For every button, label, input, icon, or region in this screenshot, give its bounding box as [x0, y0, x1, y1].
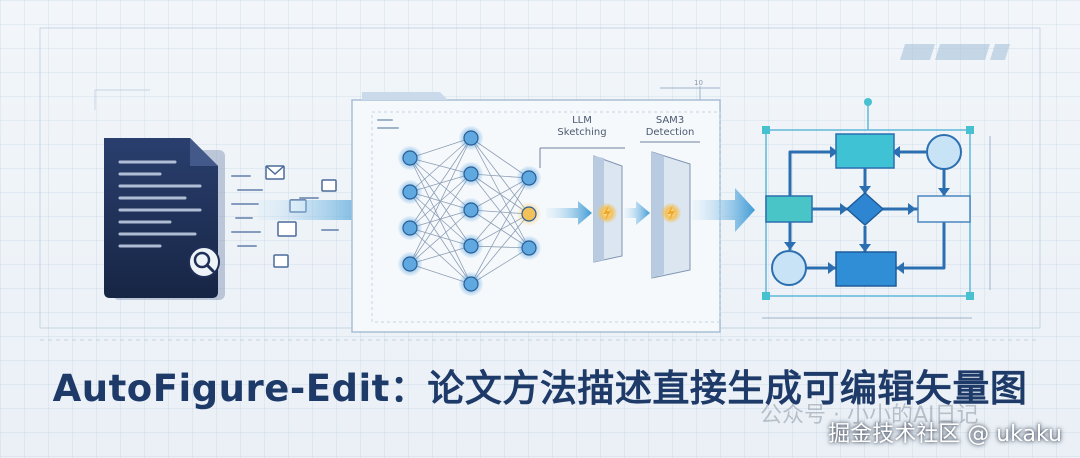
network-edge — [409, 157, 472, 285]
credit-badge: 掘金技术社区 @ ukaku — [828, 422, 1062, 447]
diamond-icon — [845, 191, 885, 227]
svg-text:SAM3: SAM3 — [656, 115, 684, 126]
network-edge — [409, 157, 472, 211]
svg-text:Sketching: Sketching — [557, 127, 606, 138]
network-node — [402, 184, 418, 200]
network-node — [402, 256, 418, 272]
network-node — [463, 202, 479, 218]
network-node — [402, 220, 418, 236]
network-edge — [470, 173, 530, 249]
network-edge — [470, 213, 530, 285]
network-node — [521, 240, 537, 256]
svg-text:LLM: LLM — [572, 115, 592, 126]
network-edge — [409, 137, 472, 265]
svg-text:Detection: Detection — [646, 127, 695, 138]
network-edge — [409, 191, 472, 285]
network-edge — [470, 137, 530, 249]
network-node — [463, 276, 479, 292]
neural-network-nodes — [398, 126, 541, 296]
network-edge — [409, 173, 472, 265]
lightning-icon — [661, 203, 681, 223]
page-title: AutoFigure-Edit：论文方法描述直接生成可编辑矢量图 — [52, 367, 1028, 410]
arrow-to-llm — [546, 201, 592, 225]
network-edge — [409, 137, 472, 229]
dimension-mark: 10 — [694, 79, 703, 87]
network-edge — [409, 157, 472, 247]
network-edge — [409, 209, 472, 265]
arrow-doc-to-network — [258, 188, 384, 232]
text-fragments — [231, 175, 339, 247]
document-icon — [104, 138, 225, 300]
network-edge — [409, 137, 472, 193]
network-node — [402, 150, 418, 166]
network-node — [463, 238, 479, 254]
arrow-to-flowchart — [692, 188, 755, 232]
sam3-detection-label: SAM3 Detection — [646, 115, 695, 138]
watermark: 公众号 · 小小的AI日记 — [760, 403, 979, 428]
network-edge — [470, 177, 530, 285]
network-node — [521, 170, 537, 186]
lightning-icon — [597, 203, 617, 223]
network-edge — [409, 227, 472, 285]
network-node — [521, 206, 537, 222]
editable-flowchart — [762, 98, 991, 319]
llm-sketching-label: LLM Sketching — [557, 115, 606, 138]
network-node — [463, 166, 479, 182]
magnifier-icon — [188, 246, 220, 278]
network-node — [463, 130, 479, 146]
network-edge — [470, 177, 530, 247]
decor-bars — [900, 44, 1010, 60]
arrow-to-sam3 — [624, 201, 650, 225]
